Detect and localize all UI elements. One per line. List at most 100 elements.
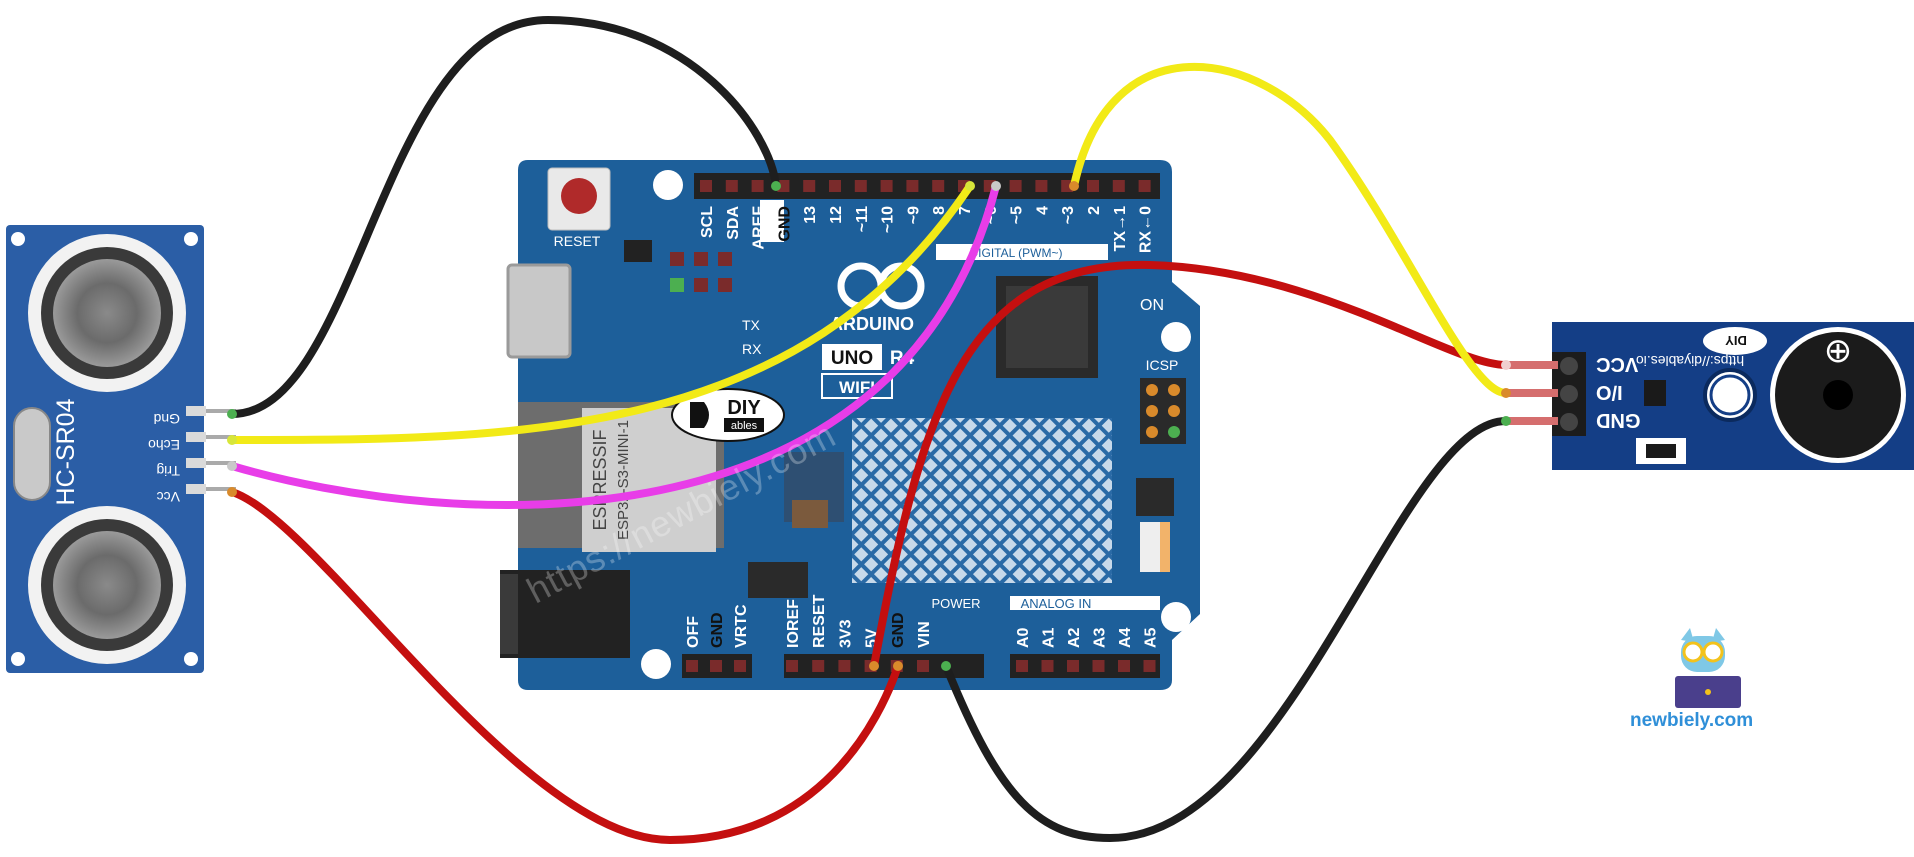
digital-pin-hole[interactable]: [1138, 180, 1151, 192]
analog-header-label: ANALOG IN: [1021, 596, 1092, 611]
buzzer-pin-gnd: GND: [1596, 409, 1640, 431]
power-jack[interactable]: [500, 570, 630, 658]
arduino-uno-r4-wifi: RESET ESPRESSIF ESP32-S3-MINI-1: [500, 160, 1200, 690]
buzzer-diy-logo-icon: DIY: [1703, 327, 1767, 355]
bottom-pin-label: A4: [1117, 627, 1134, 648]
digital-pin-label: 2: [1086, 206, 1103, 215]
bottom-pin-hole[interactable]: [734, 660, 746, 672]
pin-label-gnd: Gnd: [154, 411, 180, 427]
bottom-pin-label: RESET: [811, 594, 828, 648]
digital-pin-hole[interactable]: [1112, 180, 1125, 192]
buzzer-element: ⊕: [1770, 327, 1906, 463]
wire-sensor-vcc-to-5v: [228, 488, 902, 845]
transducer-top: [28, 234, 186, 392]
bottom-pin-hole[interactable]: [1067, 660, 1079, 672]
transistor: [1644, 380, 1666, 406]
bottom-pin-label: A5: [1143, 627, 1160, 648]
logo-ables-text: ables: [731, 420, 758, 432]
digital-pin-hole[interactable]: [906, 180, 919, 192]
digital-pin-hole[interactable]: [829, 180, 841, 192]
bottom-pin-hole[interactable]: [710, 660, 722, 672]
logo-diy-text: DIY: [727, 397, 761, 419]
digital-pin-label: 7: [957, 206, 974, 215]
digital-pin-label: RX←0: [1138, 206, 1155, 253]
digital-pin-label: ~11: [854, 206, 871, 232]
bottom-pin-label: A1: [1041, 627, 1058, 648]
bottom-pin-hole[interactable]: [1092, 660, 1105, 672]
module-brand-label: ESPRESSIF: [590, 429, 610, 530]
bottom-pin-hole[interactable]: [786, 660, 798, 672]
bottom-pin-hole[interactable]: [1041, 660, 1054, 672]
sensor-pins[interactable]: [186, 406, 236, 494]
owl-laptop-icon: [1675, 628, 1741, 708]
digital-pin-hole[interactable]: [1009, 180, 1022, 192]
wire-sensor-echo-to-pin7: [228, 182, 974, 444]
digital-pin-label: 12: [828, 206, 845, 224]
bottom-pin-hole[interactable]: [917, 660, 929, 672]
pin-label-trig: Trig: [156, 463, 180, 479]
analog-header[interactable]: [1010, 654, 1160, 678]
digital-header-holes: [700, 180, 1151, 192]
digital-pin-hole[interactable]: [1087, 180, 1099, 192]
arduino-logo: ARDUINO UNO R4 WIFI: [821, 262, 925, 399]
usb-c-port[interactable]: [506, 263, 572, 359]
bottom-pin-hole[interactable]: [686, 660, 698, 672]
crystal-oscillator: [13, 407, 51, 501]
wires: [228, 15, 1510, 845]
buzzer-url: https://diyables.io: [1636, 353, 1744, 369]
digital-pin-hole[interactable]: [751, 180, 764, 192]
bottom-pin-hole[interactable]: [838, 660, 851, 672]
bottom-pin-label: IOREF: [785, 599, 802, 648]
pin-label-echo: Echo: [148, 437, 180, 453]
wire-endpoints: [227, 181, 1511, 671]
brand-text: newbiely.com: [1630, 710, 1754, 731]
buzzer-pin-io: I/O: [1596, 381, 1623, 403]
bottom-header-holes: [686, 660, 1156, 672]
digital-pin-label: ~9: [905, 206, 922, 224]
reset-button[interactable]: RESET: [547, 167, 611, 249]
digital-pin-label: 13: [802, 206, 819, 224]
status-led-inner: [1709, 374, 1751, 416]
wire-sensor-trig-to-pin6: [228, 182, 1000, 509]
digital-pin-label: ~10: [880, 206, 897, 233]
diyables-logo-icon: DIY ables: [671, 388, 785, 442]
power-header-label: POWER: [931, 596, 980, 611]
board-model-uno: UNO: [831, 348, 873, 369]
digital-pin-hole[interactable]: [700, 180, 712, 192]
on-led-label: ON: [1140, 297, 1164, 314]
hc-sr04-sensor: HC-SR04 Gnd Echo Trig Vcc: [6, 225, 236, 673]
digital-pin-hole[interactable]: [880, 180, 893, 192]
rx-led-label: RX: [742, 341, 762, 357]
wire-5v-to-buzzer-vcc: [870, 260, 1510, 670]
bottom-pin-label: OFF: [685, 616, 702, 648]
digital-pin-hole[interactable]: [725, 180, 738, 192]
wire-gnd-to-buzzer-gnd: [942, 417, 1510, 843]
bottom-pin-hole[interactable]: [1143, 660, 1156, 672]
digital-pin-hole[interactable]: [803, 180, 816, 192]
bottom-pin-hole[interactable]: [1016, 660, 1028, 672]
digital-pin-label: SCL: [699, 206, 716, 238]
buzzer-pin-labels: VCC I/O GND: [1596, 353, 1640, 431]
bottom-pin-label: A2: [1066, 627, 1083, 648]
bottom-pin-label: A0: [1015, 627, 1032, 648]
digital-pin-label: TX→1: [1112, 206, 1129, 251]
small-header-pads: [670, 252, 732, 292]
sensor-model-label: HC-SR04: [52, 398, 80, 505]
module-part-label: ESP32-S3-MINI-1: [615, 420, 632, 540]
reset-button-label: RESET: [554, 233, 601, 249]
bottom-pin-hole[interactable]: [1118, 660, 1130, 672]
icsp-header[interactable]: ICSP: [1140, 357, 1186, 444]
digital-pin-hole[interactable]: [932, 180, 945, 192]
bottom-pin-label: A3: [1092, 627, 1109, 648]
digital-pin-hole[interactable]: [854, 180, 867, 192]
pin-label-vcc: Vcc: [157, 489, 180, 505]
bottom-pin-hole[interactable]: [812, 660, 825, 672]
icsp-label: ICSP: [1146, 357, 1179, 373]
buzzer-logo-text: DIY: [1725, 333, 1747, 348]
digital-pin-hole[interactable]: [777, 180, 790, 192]
digital-pin-hole[interactable]: [1035, 180, 1048, 192]
digital-pin-label: ~5: [1009, 206, 1026, 224]
